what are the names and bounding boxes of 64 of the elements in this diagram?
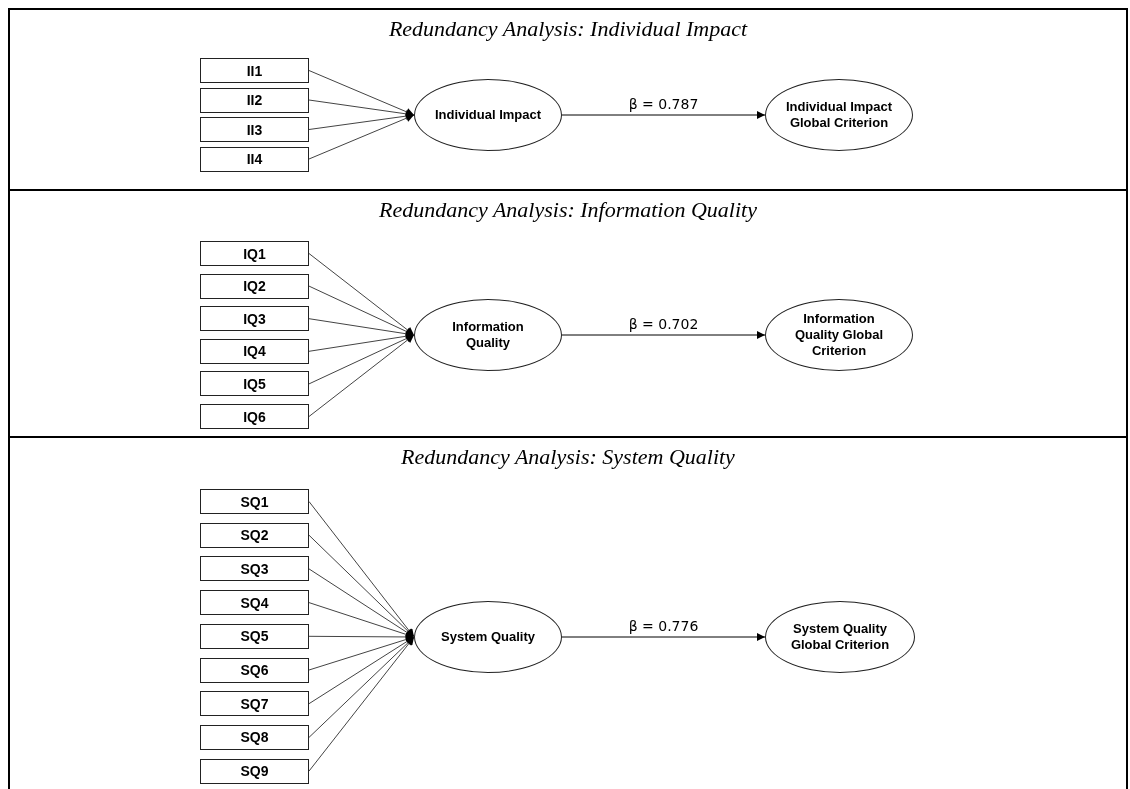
node-label: Individual Impact [434,106,542,124]
arrow [308,636,415,772]
arrow [308,332,415,352]
node-label: Information Quality [451,318,525,352]
panel-heading: Redundancy Analysis: Information Quality [378,197,758,223]
node-label: IQ5 [243,375,266,392]
indicator-box [200,58,309,83]
indicator-box [200,117,309,142]
node-label: IQ3 [243,310,266,327]
node-label: SQ5 [240,628,269,645]
arrow [308,112,415,130]
panel [8,8,1128,191]
indicator-box [200,404,309,429]
panel [8,436,1128,789]
indicator-box [200,657,309,683]
node-label: II3 [246,121,263,138]
panel-heading: Redundancy Analysis: Individual Impact [387,16,749,42]
node-label: II4 [246,151,263,167]
indicator-box [200,87,309,113]
node-label: II1 [246,62,263,79]
node-label: Individual Impact Global Criterion [784,98,894,132]
panel [8,189,1128,438]
indicator-box [200,691,309,717]
node-label: SQ6 [240,662,269,678]
indicator-box [200,522,309,548]
node-label: System Quality [441,628,535,646]
panel-heading: Redundancy Analysis: System Quality [400,444,736,470]
node-label: Information Quality Global Criterion [793,310,885,360]
indicator-box [200,306,309,332]
node-label: IQ6 [243,408,266,425]
arrow [308,114,415,160]
indicator-box [200,371,309,397]
arrow [308,334,415,417]
arrow [308,70,415,116]
arrow [561,111,766,119]
node-label: IQ1 [243,245,266,262]
node-label: SQ3 [240,560,269,577]
indicator-box [200,623,309,649]
arrow [308,636,415,738]
node-label: SQ8 [240,729,269,746]
arrow [308,501,415,638]
node-label: SQ2 [240,527,269,544]
node-label: IQ2 [243,278,266,295]
indicator-box [200,489,309,514]
indicator-box [200,724,309,750]
node-label: IQ4 [243,343,266,360]
indicator-box [200,241,309,266]
indicator-box [200,590,309,616]
arrow [561,633,766,641]
indicator-box [200,556,309,582]
indicator-box [200,273,309,299]
indicator-box [200,758,309,784]
arrow [308,253,415,336]
node-label: II2 [246,92,263,108]
node-label: SQ7 [240,695,269,712]
node-label: SQ9 [240,763,269,780]
indicator-box [200,338,309,364]
node-label: System Quality Global Criterion [789,620,891,654]
arrow [561,331,766,339]
indicator-box [200,146,309,172]
arrow [308,99,415,118]
node-label: SQ4 [240,594,269,611]
node-label: SQ1 [240,493,269,510]
arrow [308,285,415,336]
